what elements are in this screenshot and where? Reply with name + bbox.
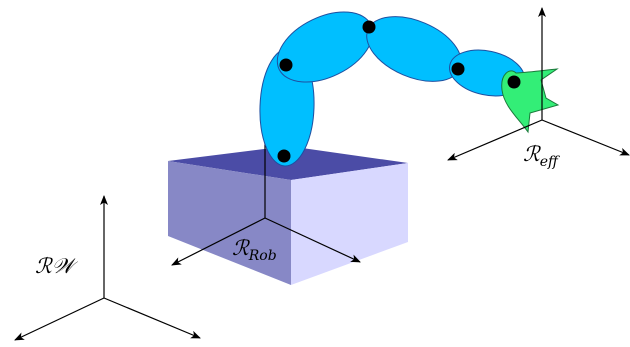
- joint-dot-icon: [277, 149, 291, 163]
- joint-dot-icon: [451, 62, 465, 76]
- world-x-axis: [14, 297, 105, 341]
- robot-frame-symbol: ℛ: [232, 236, 250, 260]
- robot-frame-subscript: Rob: [248, 248, 277, 264]
- effector-frame-symbol: ℛ: [523, 142, 541, 166]
- robot-frame-label: ℛRob: [232, 236, 277, 264]
- world-frame: [14, 195, 201, 341]
- robot-y-axis: [264, 217, 361, 263]
- base-front-face: [168, 161, 291, 285]
- joint-dot-icon: [362, 20, 376, 34]
- effector-frame-subscript: eff: [540, 154, 560, 170]
- robot-base: [168, 146, 408, 285]
- effector-y-axis: [541, 119, 630, 156]
- robot-x-axis: [171, 217, 266, 266]
- effector-frame: [447, 7, 630, 161]
- joint-dot-icon: [507, 75, 521, 89]
- world-y-axis: [103, 297, 201, 339]
- robot-arm: [259, 11, 560, 167]
- effector-frame-label: ℛeff: [523, 142, 560, 170]
- effector-x-axis: [447, 119, 543, 161]
- world-frame-symbol: ℛ𝒲: [35, 254, 79, 278]
- joint-dot-icon: [279, 58, 293, 72]
- world-frame-label: ℛ𝒲: [35, 254, 79, 278]
- arm-link-3: [366, 16, 462, 82]
- base-side-face: [291, 163, 408, 285]
